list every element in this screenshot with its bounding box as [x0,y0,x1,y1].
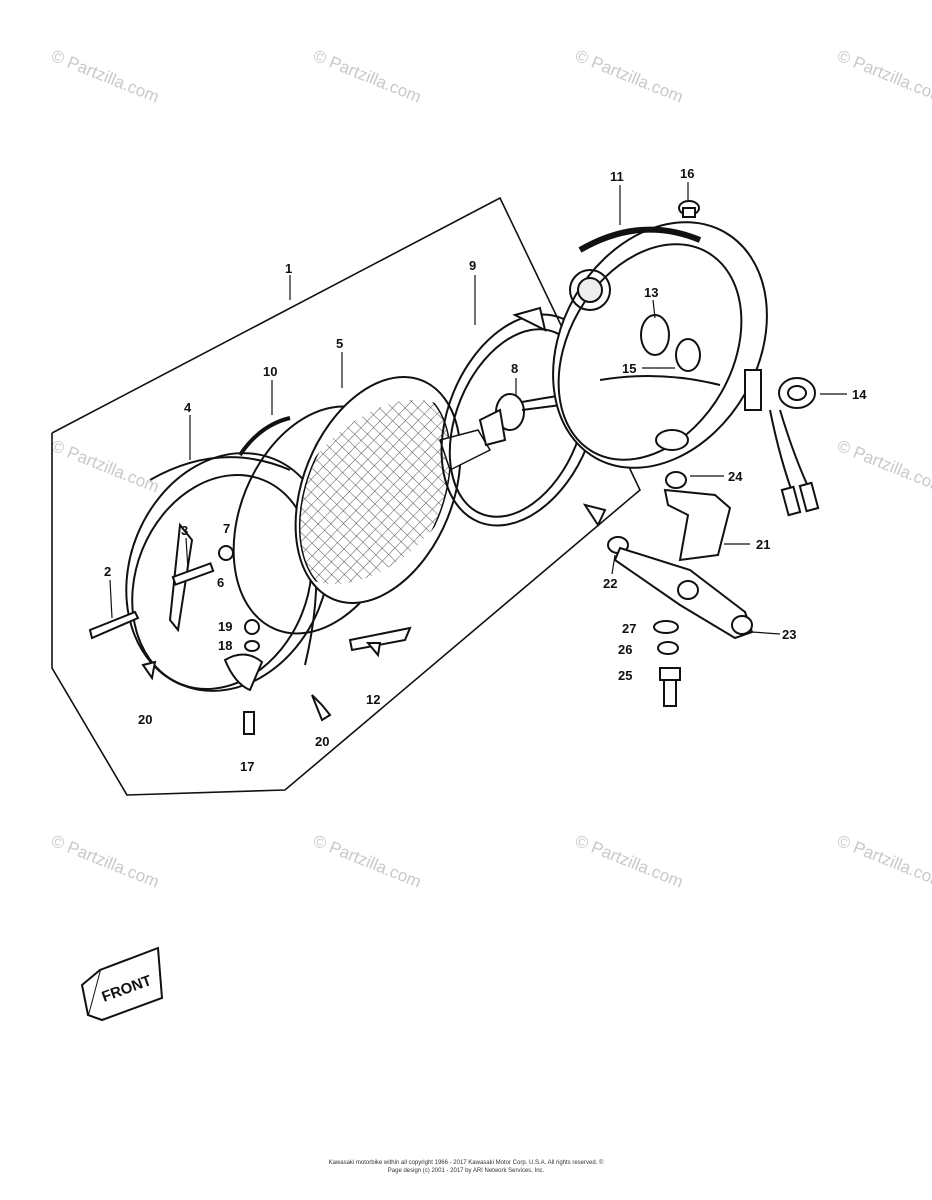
watermark: © Partzilla.com [311,831,424,892]
callout-label: 20 [315,734,329,749]
callout-label: 27 [622,621,636,636]
callout-label: 1 [285,261,292,276]
watermark: © Partzilla.com [835,436,932,497]
watermark: © Partzilla.com [49,831,162,892]
small-hardware [88,545,382,735]
callout-label: 5 [336,336,343,351]
callout-label: 8 [511,361,518,376]
callout-label: 4 [184,400,192,415]
callout-labels: 1 2 3 4 5 6 7 8 9 10 11 12 13 14 15 16 1… [104,166,867,774]
callout-label: 6 [217,575,224,590]
callout-label: 13 [644,285,658,300]
callout-label: 20 [138,712,152,727]
callout-label: 2 [104,564,111,579]
grommet-part-14 [769,377,820,517]
callout-label: 22 [603,576,617,591]
callout-label: 24 [728,469,743,484]
bolt-stack-part-25 [653,620,681,707]
callout-label: 26 [618,642,632,657]
watermark: © Partzilla.com [311,46,424,107]
shell-part-11 [552,221,768,469]
callout-label: 25 [618,668,632,683]
callout-label: 16 [680,166,694,181]
callout-label: 18 [218,638,232,653]
callout-label: 15 [622,361,636,376]
stay-part-23 [607,536,754,640]
sealed-beam-part-5 [294,376,492,604]
assembly-outline [51,196,641,796]
callout-label: 11 [610,169,624,184]
callout-label: 12 [366,692,380,707]
leader-lines [109,182,847,635]
copyright-line: Page design (c) 2001 - 2017 by ARI Netwo… [387,1168,545,1174]
callout-label: 21 [756,537,770,552]
watermark: © Partzilla.com [573,831,686,892]
watermark: © Partzilla.com [835,831,932,892]
callout-label: 10 [263,364,277,379]
cap-part-16 [678,200,700,218]
watermark: © Partzilla.com [49,436,162,497]
watermark: © Partzilla.com [573,46,686,107]
callout-label: 9 [469,258,476,273]
callout-label: 17 [240,759,254,774]
bracket-part-21 [663,471,732,562]
callout-label: 3 [181,523,188,538]
copyright-line: Kawasaki motorbike within all copyright … [328,1160,604,1166]
watermark: © Partzilla.com [49,46,162,107]
callout-label: 23 [782,627,796,642]
watermark: © Partzilla.com [835,46,932,107]
front-direction-badge: FRONT [80,946,164,1022]
callout-label: 14 [852,387,867,402]
callout-label: 19 [218,619,232,634]
callout-label: 7 [223,521,230,536]
